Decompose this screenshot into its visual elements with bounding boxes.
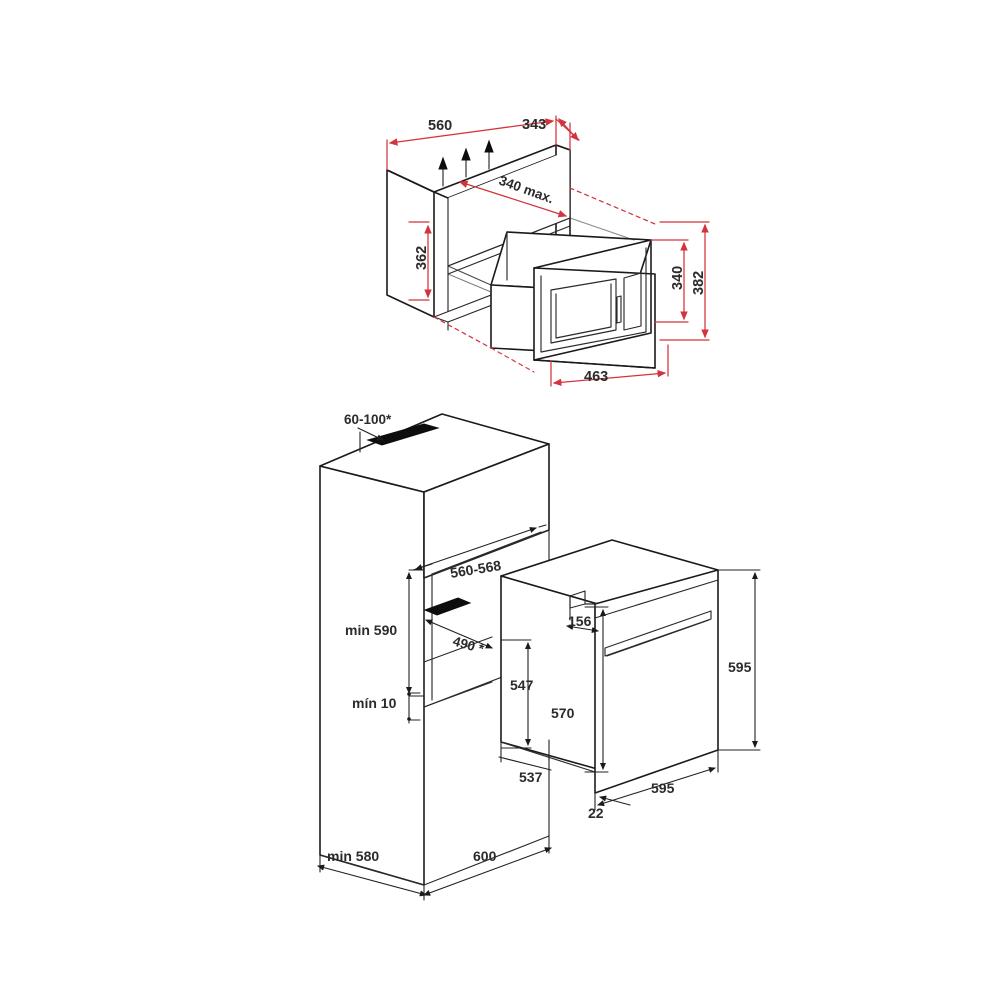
microwave-control-panel bbox=[623, 272, 642, 331]
microwave-bottom-front-edge bbox=[533, 359, 656, 369]
dimension-label-570: 570 bbox=[551, 705, 575, 721]
dimline-537 bbox=[498, 756, 552, 771]
niche-left-panel-outer bbox=[386, 169, 435, 318]
dimline-min580 bbox=[317, 864, 427, 897]
dimension-label-600: 600 bbox=[473, 848, 497, 864]
dimline-156 bbox=[566, 623, 599, 634]
oven-left-side-face bbox=[500, 575, 609, 773]
top-vent-slot bbox=[366, 423, 440, 446]
oven-column-geometry bbox=[319, 413, 719, 886]
dimension-label-min580: min 580 bbox=[327, 848, 379, 864]
dimline-490 bbox=[425, 619, 493, 649]
dimline-463 bbox=[552, 369, 667, 387]
niche-left-panel-top-edge bbox=[386, 169, 435, 193]
dimension-label-537: 537 bbox=[519, 769, 543, 785]
ext-560568-right bbox=[538, 524, 547, 528]
dimline-595h bbox=[597, 766, 716, 807]
microwave-door-window-inner bbox=[555, 283, 612, 339]
oven-column-dimensions: 60-100* 560-568 min 590 490 * mín 10 bbox=[317, 412, 761, 901]
leader-22 bbox=[599, 795, 631, 806]
airflow-arrows bbox=[438, 139, 494, 187]
dimension-label-490: 490 * bbox=[451, 633, 486, 656]
oven-handle-lower-edge bbox=[606, 619, 710, 657]
dimension-label-22: 22 bbox=[588, 805, 604, 821]
dimension-label-vent: 60-100* bbox=[344, 412, 392, 427]
dimline-343b bbox=[555, 118, 580, 141]
dimension-label-595v: 595 bbox=[728, 659, 752, 675]
dimension-label-547: 547 bbox=[510, 677, 534, 693]
dimension-label-156: 156 bbox=[568, 613, 592, 629]
dimension-label-382: 382 bbox=[691, 271, 707, 295]
dimension-label-560568: 560-568 bbox=[449, 557, 502, 581]
dot-min10-top bbox=[407, 692, 411, 696]
dot-min10-bot bbox=[407, 717, 411, 721]
dimension-label-560: 560 bbox=[428, 118, 452, 134]
oven-front-door bbox=[594, 569, 719, 794]
oven-bottom-back-edge bbox=[500, 741, 596, 773]
dimension-label-362: 362 bbox=[414, 246, 430, 270]
dimension-label-min590: min 590 bbox=[345, 622, 397, 638]
construction-line-a bbox=[447, 265, 492, 286]
leader-vent-arrow bbox=[357, 427, 384, 441]
column-left-face bbox=[319, 465, 425, 886]
oven-door-top-trim bbox=[594, 579, 719, 619]
niche-bottom-shelf-lower bbox=[423, 681, 493, 708]
dimension-label-463: 463 bbox=[584, 369, 608, 385]
construction-line-b bbox=[447, 273, 492, 293]
microwave-door-inner-frame bbox=[540, 247, 647, 353]
dimension-label-340: 340 bbox=[670, 266, 686, 290]
dimline-560568 bbox=[415, 527, 537, 570]
dimline-600 bbox=[423, 847, 552, 896]
insertion-guide-bottom bbox=[490, 347, 535, 373]
microwave-door-handle bbox=[616, 295, 622, 324]
dimension-label-595h: 595 bbox=[651, 780, 675, 796]
dimline-340max bbox=[458, 180, 568, 218]
niche-vent-slot bbox=[423, 597, 472, 616]
construction-line-c bbox=[569, 217, 635, 241]
dimension-label-343: 343 bbox=[522, 117, 546, 133]
microwave-door-window bbox=[550, 278, 617, 344]
dimension-label-min10: mín 10 bbox=[352, 695, 397, 711]
insertion-guide-right bbox=[569, 187, 656, 225]
oven-frame-notch bbox=[569, 590, 596, 605]
insertion-guide-left bbox=[433, 316, 492, 349]
dimline-560 bbox=[388, 118, 555, 146]
